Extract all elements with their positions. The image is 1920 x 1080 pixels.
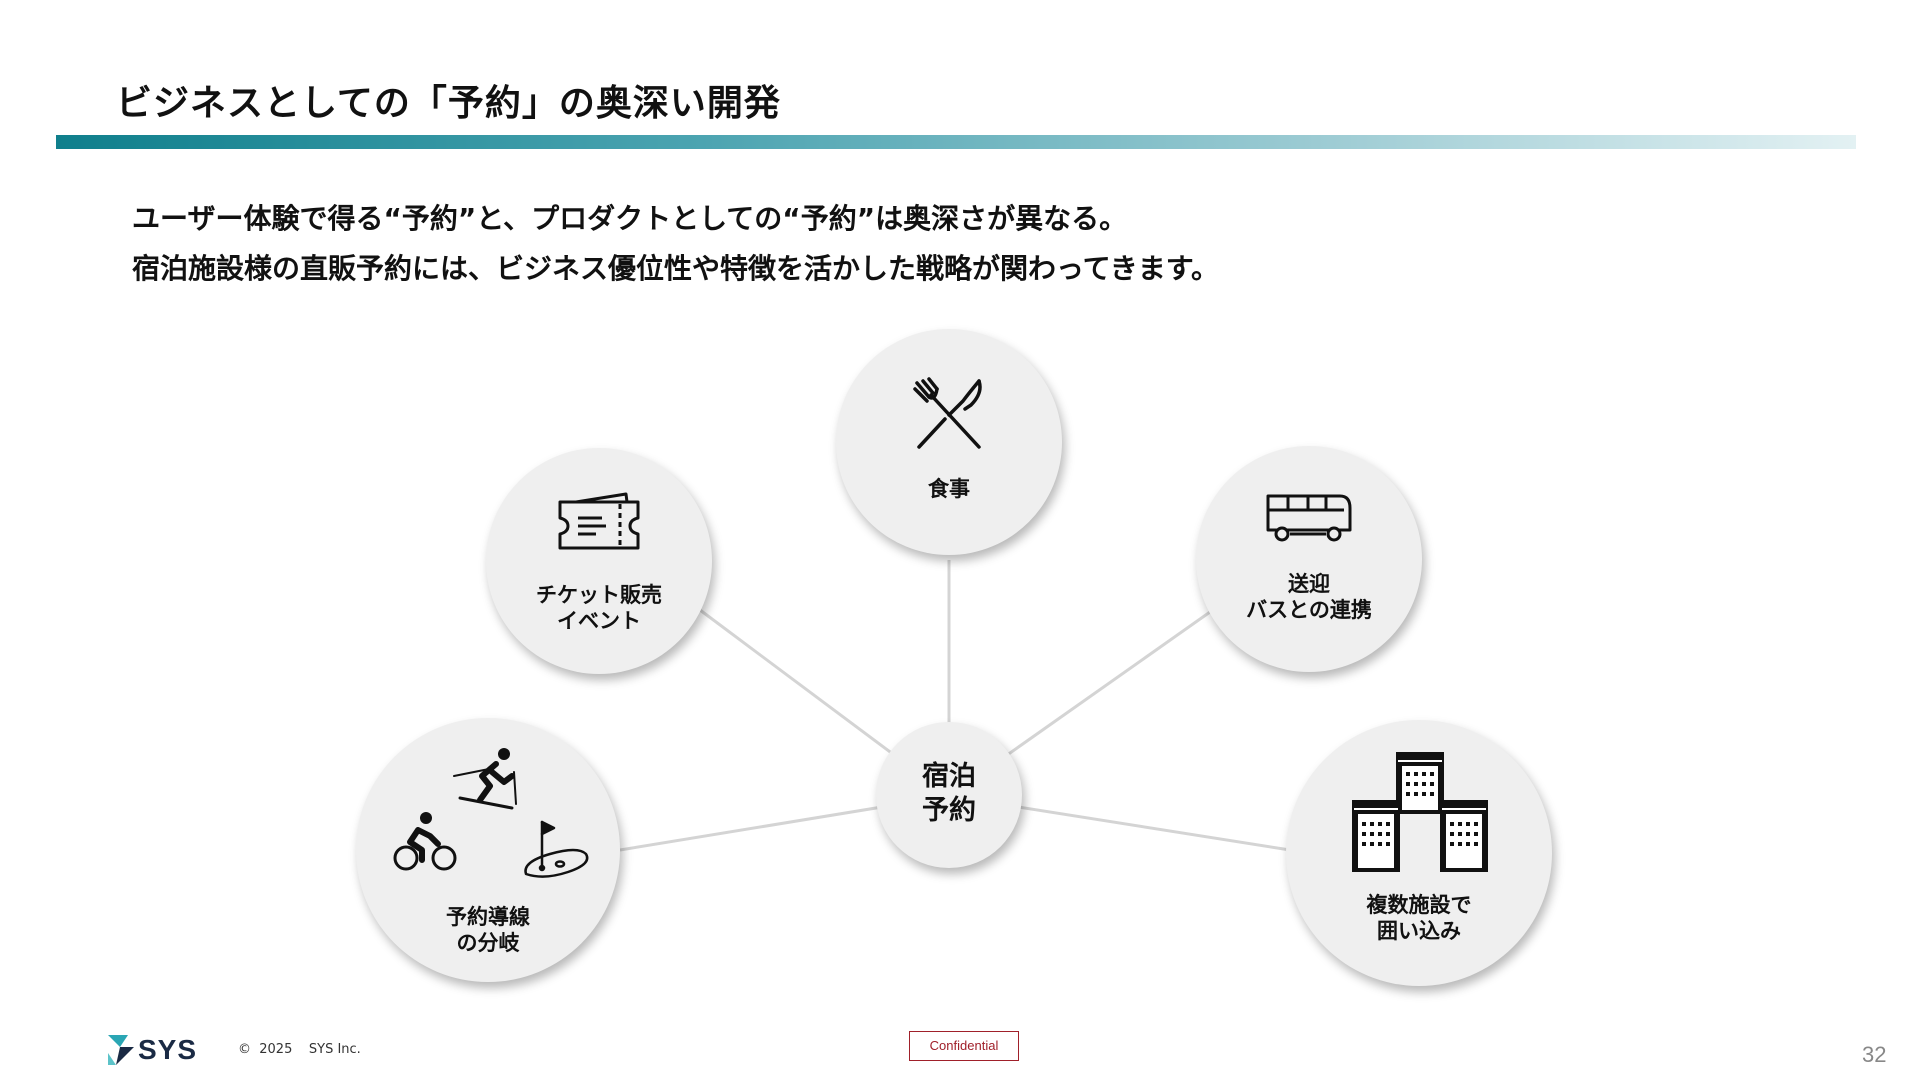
node-ticket: チケット販売 イベント <box>486 448 712 674</box>
node-meal-line-1: 食事 <box>928 477 970 501</box>
cyclist-icon <box>393 812 457 871</box>
node-ticket-line-2: イベント <box>557 609 641 633</box>
bus-icon <box>1266 494 1352 542</box>
node-center-line-2: 予約 <box>922 795 976 826</box>
node-facilities-label: 複数施設で 囲い込み <box>1286 892 1552 944</box>
ticket-icon <box>558 492 640 550</box>
golf-icon <box>524 820 589 878</box>
lead-text: ユーザー体験で得る“予約”と、プロダクトとしての“予約”は奥深さが異なる。 宿泊… <box>132 194 1832 294</box>
node-center-line-1: 宿泊 <box>922 761 976 792</box>
skier-icon <box>453 748 517 810</box>
node-activity-label: 予約導線 の分岐 <box>356 904 620 956</box>
fork-knife-icon <box>913 377 982 449</box>
node-bus-line-2: バスとの連携 <box>1246 598 1372 622</box>
node-meal: 食事 <box>836 329 1062 555</box>
buildings-icon <box>1352 752 1488 872</box>
page-number: 32 <box>1862 1042 1887 1067</box>
node-bus: 送迎 バスとの連携 <box>1196 446 1422 672</box>
node-facilities-line-2: 囲い込み <box>1377 919 1461 943</box>
sys-logo: SYS <box>108 1034 197 1066</box>
copyright-text: © 2025 SYS Inc. <box>238 1042 361 1057</box>
node-bus-label: 送迎 バスとの連携 <box>1196 571 1422 623</box>
node-ticket-line-1: チケット販売 <box>536 583 662 607</box>
node-facilities: 複数施設で 囲い込み <box>1286 720 1552 986</box>
lead-line-1: ユーザー体験で得る“予約”と、プロダクトとしての“予約”は奥深さが異なる。 <box>132 202 1128 235</box>
slide-title: ビジネスとしての「予約」の奥深い開発 <box>116 83 781 124</box>
node-ticket-label: チケット販売 イベント <box>486 582 712 634</box>
node-activity-line-1: 予約導線 <box>446 905 530 929</box>
sys-logo-mark-icon <box>108 1035 134 1065</box>
lead-line-2: 宿泊施設様の直販予約には、ビジネス優位性や特徴を活かした戦略が関わってきます。 <box>132 252 1219 285</box>
title-underline-bar <box>56 135 1856 149</box>
node-meal-label: 食事 <box>836 476 1062 502</box>
node-facilities-line-1: 複数施設で <box>1366 893 1472 917</box>
node-center-label: 宿泊 予約 <box>876 760 1022 828</box>
node-activity-line-2: の分岐 <box>456 931 520 955</box>
confidential-badge: Confidential <box>909 1031 1019 1061</box>
node-activity: 予約導線 の分岐 <box>356 718 620 982</box>
node-center-lodging: 宿泊 予約 <box>876 722 1022 868</box>
node-bus-line-1: 送迎 <box>1288 572 1330 596</box>
sys-logo-wordmark: SYS <box>138 1034 198 1065</box>
